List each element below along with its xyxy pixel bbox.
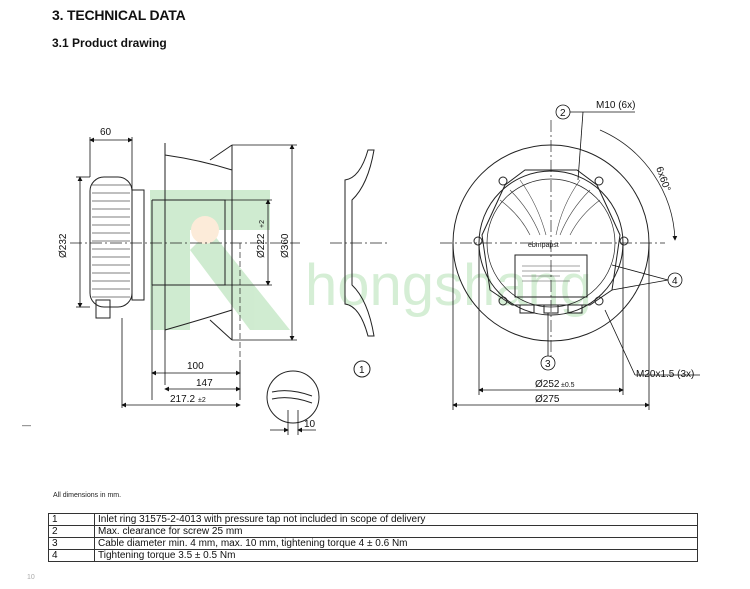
table-row: 2 Max. clearance for screw 25 mm <box>48 525 698 538</box>
callout-1-label: 1 <box>359 365 365 376</box>
callout-2-label: 2 <box>560 108 566 119</box>
legend-text: Tightening torque 3.5 ± 0.5 Nm <box>94 549 698 562</box>
legend-table: 1 Inlet ring 31575-2-4013 with pressure … <box>48 513 698 562</box>
callout-4-label: 4 <box>672 276 678 287</box>
dim-60-label: 60 <box>100 127 112 138</box>
cable-gland <box>95 299 111 319</box>
watermark-text: hongshang <box>305 253 592 318</box>
section-title: 3. TECHNICAL DATA <box>52 7 186 23</box>
thread-m10-label: M10 (6x) <box>596 100 635 111</box>
angle-label: 6x60° <box>653 165 672 193</box>
subsection-title: 3.1 Product drawing <box>52 36 167 50</box>
thread-m20-label: M20x1.5 (3x) <box>636 369 694 380</box>
side-view <box>70 143 320 424</box>
dim-100-label: 100 <box>187 361 204 372</box>
dim-232-label: Ø232 <box>58 233 69 258</box>
legend-num: 2 <box>48 525 95 538</box>
dim-222-label: Ø222 <box>256 233 267 258</box>
dim-222-tolerance: +2 <box>259 220 266 228</box>
brand-mark: ebmpapst <box>528 242 559 249</box>
callout-1-circle <box>353 360 371 378</box>
motor-housing <box>89 176 133 308</box>
dim-360-label: Ø360 <box>280 233 291 258</box>
dim-252-tolerance: ±0.5 <box>561 382 575 389</box>
page-mark: 10 <box>27 574 35 581</box>
legend-text: Inlet ring 31575-2-4013 with pressure ta… <box>94 513 698 526</box>
table-row: 1 Inlet ring 31575-2-4013 with pressure … <box>48 513 698 526</box>
dim-10-label: 10 <box>304 419 316 430</box>
legend-num: 1 <box>48 513 95 526</box>
legend-text: Max. clearance for screw 25 mm <box>94 525 698 538</box>
callout-3-label: 3 <box>545 359 551 370</box>
dim-217-label: 217.2 <box>170 394 195 405</box>
inlet-ring-view <box>330 149 390 378</box>
table-row: 3 Cable diameter min. 4 mm, max. 10 mm, … <box>48 537 698 550</box>
dim-147-label: 147 <box>196 378 213 389</box>
dimensions-note: All dimensions in mm. <box>53 492 122 499</box>
product-drawing: hongshang <box>58 100 700 435</box>
dim-252-label: Ø252 <box>535 379 560 390</box>
legend-num: 4 <box>48 549 95 562</box>
dim-275-label: Ø275 <box>535 394 560 405</box>
table-row: 4 Tightening torque 3.5 ± 0.5 Nm <box>48 549 698 562</box>
legend-num: 3 <box>48 537 95 550</box>
dim-217-tolerance: ±2 <box>198 397 206 404</box>
legend-text: Cable diameter min. 4 mm, max. 10 mm, ti… <box>94 537 698 550</box>
front-view <box>440 120 678 360</box>
margin-mark: — <box>22 420 31 430</box>
watermark-logo <box>150 190 290 330</box>
